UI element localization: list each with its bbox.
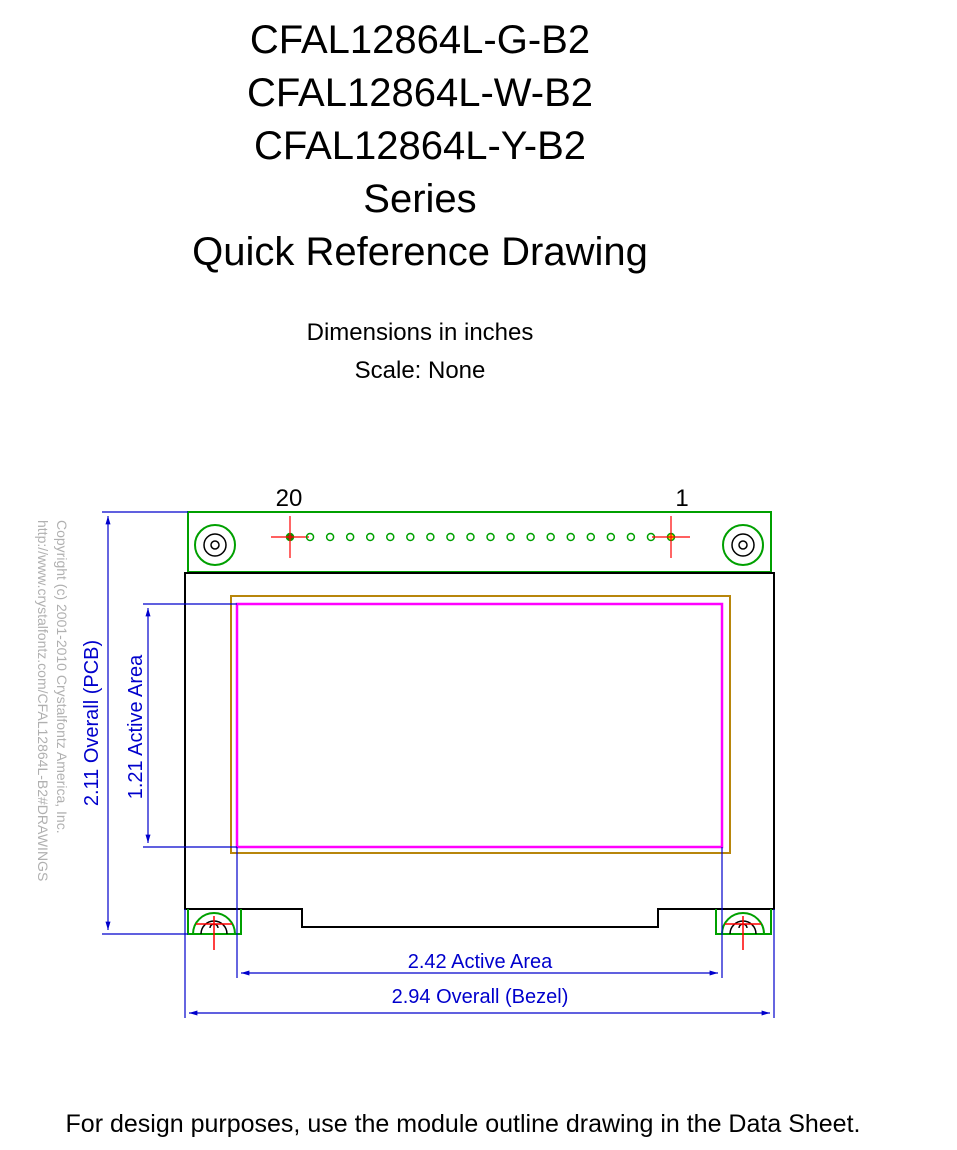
copyright-url: http://www.crystalfontz.com/CFAL12864L-B… (35, 520, 51, 881)
pin-18 (325, 532, 335, 542)
crosshair-pin-1 (652, 516, 690, 558)
mount-hole-top-left (194, 524, 236, 566)
connector-pins (271, 516, 690, 558)
copyright-text: Copyright (c) 2001-2010 Crystalfontz Ame… (54, 520, 70, 834)
crosshair-bottom-left (196, 916, 232, 950)
pin-17 (345, 532, 355, 542)
pin-11 (466, 532, 475, 542)
dim-height-pcb-label: 2.11 Overall (PCB) (81, 640, 103, 806)
active-area (235, 602, 724, 849)
title-line-3: CFAL12864L-Y-B2 (253, 124, 587, 168)
pin-16 (365, 532, 375, 542)
dim-height-active-label: 1.21 Active Area (125, 654, 147, 799)
pin-15 (386, 532, 395, 542)
viewing-area (230, 595, 731, 854)
title-line-2: CFAL12864L-W-B2 (246, 71, 594, 115)
pin-4 (606, 532, 616, 542)
bezel-outline (184, 572, 775, 928)
pcb-top-strip (187, 511, 772, 573)
dim-height-pcb: 2.11 Overall (PCB) (81, 511, 188, 935)
pin-5 (586, 532, 596, 542)
design-note: For design purposes, use the module outl… (65, 1110, 861, 1138)
dim-width-active-label: 2.42 Active Area (408, 951, 553, 973)
pin-6 (566, 532, 575, 542)
pin-14 (406, 532, 415, 542)
title-line-5: Quick Reference Drawing (192, 230, 648, 274)
pin-1-label: 1 (675, 485, 688, 512)
pin-3 (626, 532, 636, 542)
pin-10 (486, 532, 495, 542)
scale-note: Scale: None (354, 357, 486, 384)
pin-9 (506, 532, 515, 542)
pin-20-label: 20 (276, 485, 303, 512)
mount-hole-top-right (722, 524, 764, 566)
title-line-4: Series (363, 177, 477, 221)
dimensions-note: Dimensions in inches (306, 319, 534, 346)
pin-19 (305, 532, 315, 542)
crosshair-pin-20 (271, 516, 309, 558)
pin-7 (546, 532, 555, 542)
dim-height-active: 1.21 Active Area (125, 603, 237, 848)
dim-width-bezel-label: 2.94 Overall (Bezel) (392, 986, 569, 1008)
pin-13 (426, 532, 435, 542)
dim-width-bezel: 2.94 Overall (Bezel) (184, 909, 775, 1018)
dim-width-active: 2.42 Active Area (236, 847, 723, 978)
title-line-1: CFAL12864L-G-B2 (249, 18, 591, 62)
pin-8 (526, 532, 535, 542)
crosshair-bottom-right (725, 916, 761, 950)
pin-12 (446, 532, 455, 542)
